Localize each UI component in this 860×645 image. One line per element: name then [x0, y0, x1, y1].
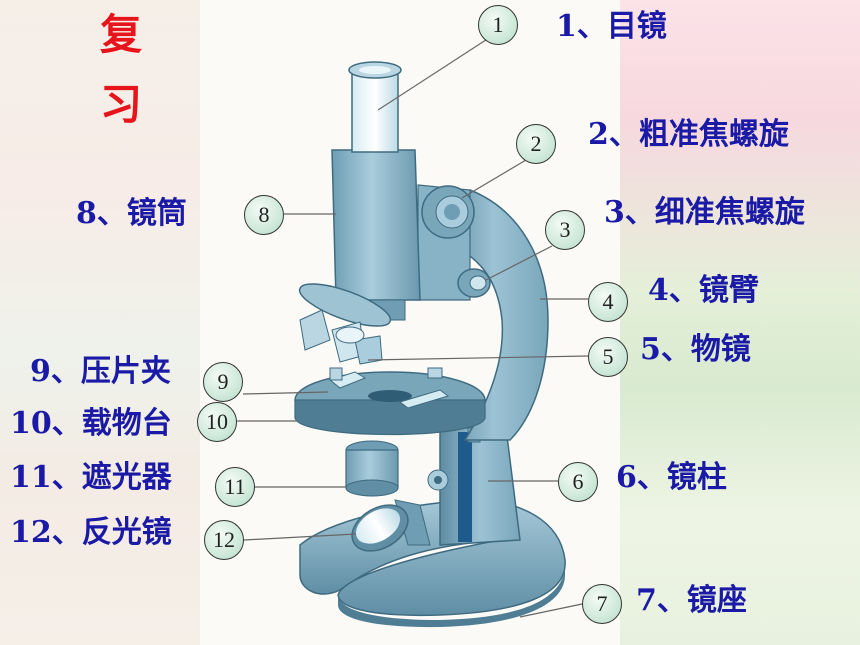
label-stage: 10、载物台	[10, 406, 172, 441]
title-char-2: 习	[99, 80, 142, 129]
objective-shape	[298, 283, 392, 365]
label-stage-clip: 9、压片夹	[30, 354, 171, 389]
leader-line-3	[485, 245, 553, 281]
leader-line-5	[367, 355, 589, 361]
badge-7: 7	[582, 584, 622, 624]
badge-2: 2	[516, 124, 556, 164]
badge-1: 1	[478, 5, 518, 45]
leader-line-9	[242, 391, 329, 395]
badge-3: 3	[545, 210, 585, 250]
badge-4: 4	[588, 282, 628, 322]
badge-11: 11	[215, 467, 255, 507]
background-right-panel	[620, 0, 860, 645]
label-fine-focus: 3、细准焦螺旋	[604, 195, 805, 230]
label-mirror: 12、反光镜	[10, 515, 172, 550]
diaphragm-shape	[345, 440, 449, 497]
eyepiece-shape	[348, 61, 402, 153]
badge-8: 8	[244, 195, 284, 235]
leader-line-1	[377, 35, 493, 111]
badge-6: 6	[558, 462, 598, 502]
label-diaphragm: 11、遮光器	[10, 460, 172, 495]
leader-line-12	[243, 533, 357, 541]
badge-12: 12	[204, 520, 244, 560]
leader-line-2	[461, 159, 527, 199]
fine-knob-shape	[457, 268, 491, 298]
leader-lines	[237, 35, 589, 618]
badge-5: 5	[588, 337, 628, 377]
label-body-tube: 8、镜筒	[76, 196, 187, 231]
coarse-knob-shape	[421, 185, 475, 239]
stage-shape	[294, 367, 486, 436]
background-left-panel	[0, 0, 200, 645]
mirror-shape	[351, 499, 431, 552]
label-pillar: 6、镜柱	[616, 460, 727, 495]
label-coarse-focus: 2、粗准焦螺旋	[588, 117, 789, 152]
title-char-1: 复	[99, 10, 142, 59]
base-shape	[299, 499, 566, 628]
label-base: 7、镜座	[636, 583, 747, 618]
label-objective: 5、物镜	[640, 332, 751, 367]
leader-line-7	[519, 603, 583, 618]
label-eyepiece: 1、目镜	[556, 9, 667, 44]
label-arm: 4、镜臂	[648, 273, 759, 308]
badge-10: 10	[197, 402, 237, 442]
badge-9: 9	[203, 362, 243, 402]
